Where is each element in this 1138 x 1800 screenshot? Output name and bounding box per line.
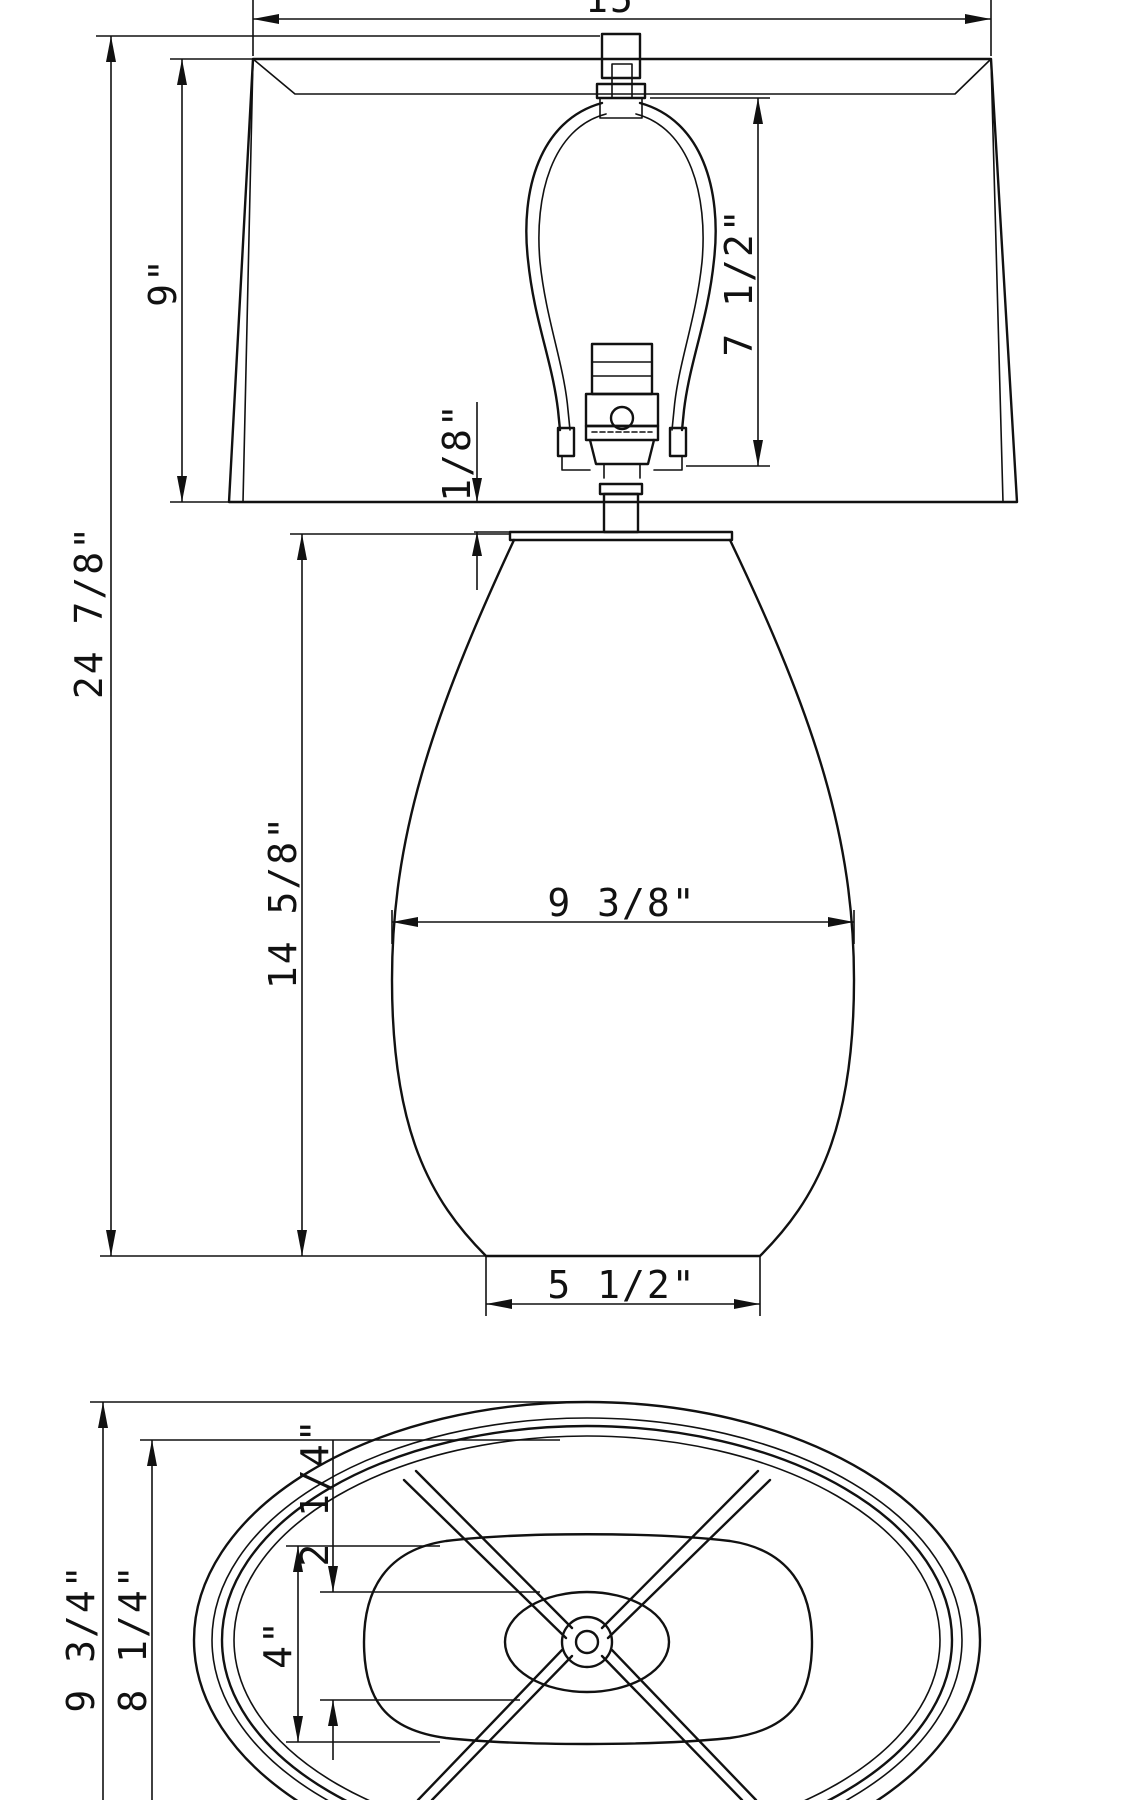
label-harp-height: 7 1/2" xyxy=(717,207,761,356)
label-inner-depth: 8 1/4" xyxy=(111,1563,155,1712)
plan-view: 9 3/4" 8 1/4" 2 1/4" 4" xyxy=(59,1400,982,1800)
label-body-depth: 4" xyxy=(256,1619,300,1669)
dimension-inner-depth: 8 1/4" xyxy=(111,1439,560,1800)
dimension-offset: 2 1/4" xyxy=(293,1417,540,1760)
elevation-view: 15 24 7/8" 9" 7 1/2" xyxy=(67,0,1019,1316)
dimension-gap: 1/8" xyxy=(435,402,510,590)
label-overall-height: 24 7/8" xyxy=(67,525,111,699)
label-offset: 2 1/4" xyxy=(293,1417,337,1566)
dimension-foot-width: 5 1/2" xyxy=(485,1256,761,1316)
dimension-base-width: 9 3/8" xyxy=(391,881,855,944)
dimension-base-height: 14 5/8" xyxy=(261,533,510,1256)
dimension-overall-height: 24 7/8" xyxy=(67,35,600,1257)
label-gap: 1/8" xyxy=(435,402,479,502)
dimension-body-depth: 4" xyxy=(256,1545,440,1743)
dimension-overall-width: 15 xyxy=(252,0,992,56)
harp-spokes-plan xyxy=(402,1469,772,1800)
dimension-shade-depth: 9 3/4" xyxy=(59,1401,587,1800)
dimension-harp-height: 7 1/2" xyxy=(650,97,770,467)
finial xyxy=(595,32,647,119)
center-hub-plan xyxy=(560,1615,614,1669)
lamp-socket xyxy=(584,342,660,479)
lamp-neck xyxy=(598,482,644,534)
base-outline-plan xyxy=(362,1533,814,1746)
lamp-harp xyxy=(525,101,717,471)
label-base-width: 9 3/8" xyxy=(547,881,696,925)
lamp-base xyxy=(390,530,856,1258)
lamp-shade xyxy=(227,57,1019,504)
label-shade-height: 9" xyxy=(141,257,185,307)
label-shade-depth: 9 3/4" xyxy=(59,1563,103,1712)
dimension-shade-height: 9" xyxy=(141,58,253,503)
label-foot-width: 5 1/2" xyxy=(547,1263,696,1307)
label-overall-width: 15 xyxy=(585,0,635,21)
label-base-height: 14 5/8" xyxy=(261,815,305,989)
